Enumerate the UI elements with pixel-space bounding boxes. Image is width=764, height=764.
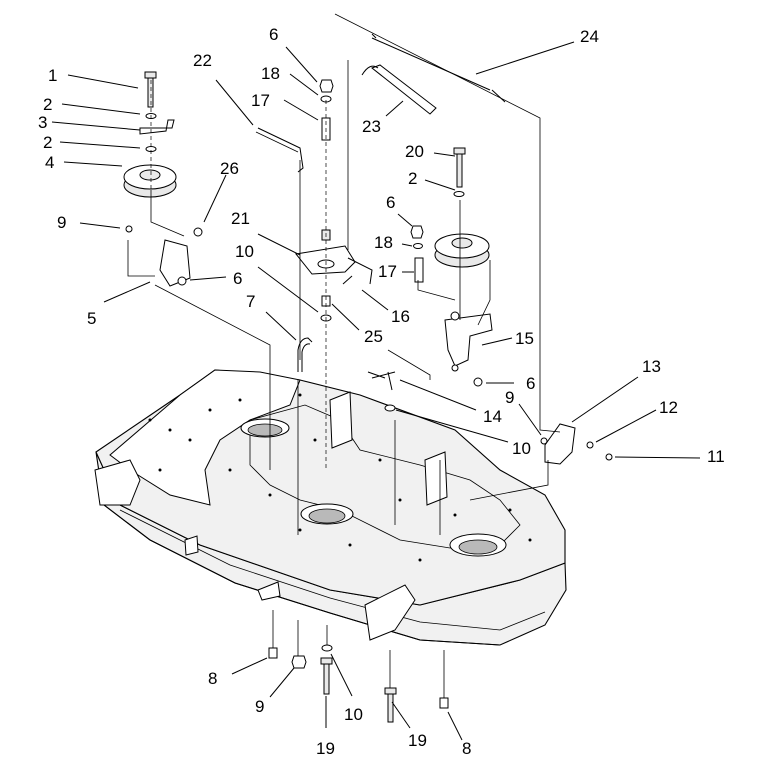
spring-assembly xyxy=(361,33,506,115)
callout-15: 15 xyxy=(515,329,534,348)
right-deck-bracket xyxy=(540,423,613,465)
callout-11: 11 xyxy=(707,447,725,466)
callout-19: 19 xyxy=(316,739,335,758)
callout-6: 6 xyxy=(386,193,395,212)
mower-deck xyxy=(94,369,567,646)
callout-10: 10 xyxy=(512,439,531,458)
callout-22: 22 xyxy=(193,51,212,70)
callout-4: 4 xyxy=(45,153,54,172)
callout-26: 26 xyxy=(220,159,239,178)
callout-16: 16 xyxy=(391,307,410,326)
callout-leaders xyxy=(51,41,701,741)
callout-14: 14 xyxy=(483,407,502,426)
assembly-lines xyxy=(127,13,561,698)
callout-8: 8 xyxy=(462,739,471,758)
idler-rod xyxy=(255,127,304,173)
callout-8: 8 xyxy=(208,669,217,688)
callout-12: 12 xyxy=(659,398,678,417)
callout-6: 6 xyxy=(233,269,242,288)
callout-7: 7 xyxy=(246,292,255,311)
callout-2: 2 xyxy=(43,95,52,114)
right-idler-bracket xyxy=(444,311,493,387)
callout-2: 2 xyxy=(408,169,417,188)
callout-3: 3 xyxy=(38,113,47,132)
callout-labels: 1 2 3 2 4 9 26 6 5 22 6 18 17 21 10 7 24… xyxy=(38,25,725,758)
callout-9: 9 xyxy=(57,213,66,232)
callout-10: 10 xyxy=(344,705,363,724)
callout-6: 6 xyxy=(526,374,535,393)
rod-hook xyxy=(297,337,313,372)
callout-10: 10 xyxy=(235,242,254,261)
callout-5: 5 xyxy=(87,309,96,328)
callout-17: 17 xyxy=(378,262,397,281)
callout-9: 9 xyxy=(505,388,514,407)
callout-18: 18 xyxy=(374,233,393,252)
callout-21: 21 xyxy=(231,209,250,228)
left-idler-bracket xyxy=(125,225,203,287)
callout-18: 18 xyxy=(261,64,280,83)
callout-6: 6 xyxy=(269,25,278,44)
callout-20: 20 xyxy=(405,142,424,161)
callout-17: 17 xyxy=(251,91,270,110)
callout-13: 13 xyxy=(642,357,661,376)
torsion-spring xyxy=(367,371,396,412)
bottom-hardware xyxy=(268,644,449,723)
callout-25: 25 xyxy=(364,327,383,346)
left-pulley-assembly xyxy=(123,71,177,198)
callout-23: 23 xyxy=(362,117,381,136)
callout-1: 1 xyxy=(48,66,57,85)
callout-24: 24 xyxy=(580,27,599,46)
right-pulley-assembly xyxy=(410,147,490,283)
callout-19: 19 xyxy=(408,731,427,750)
center-spindle-assembly xyxy=(295,79,373,322)
callout-2: 2 xyxy=(43,133,52,152)
callout-9: 9 xyxy=(255,697,264,716)
